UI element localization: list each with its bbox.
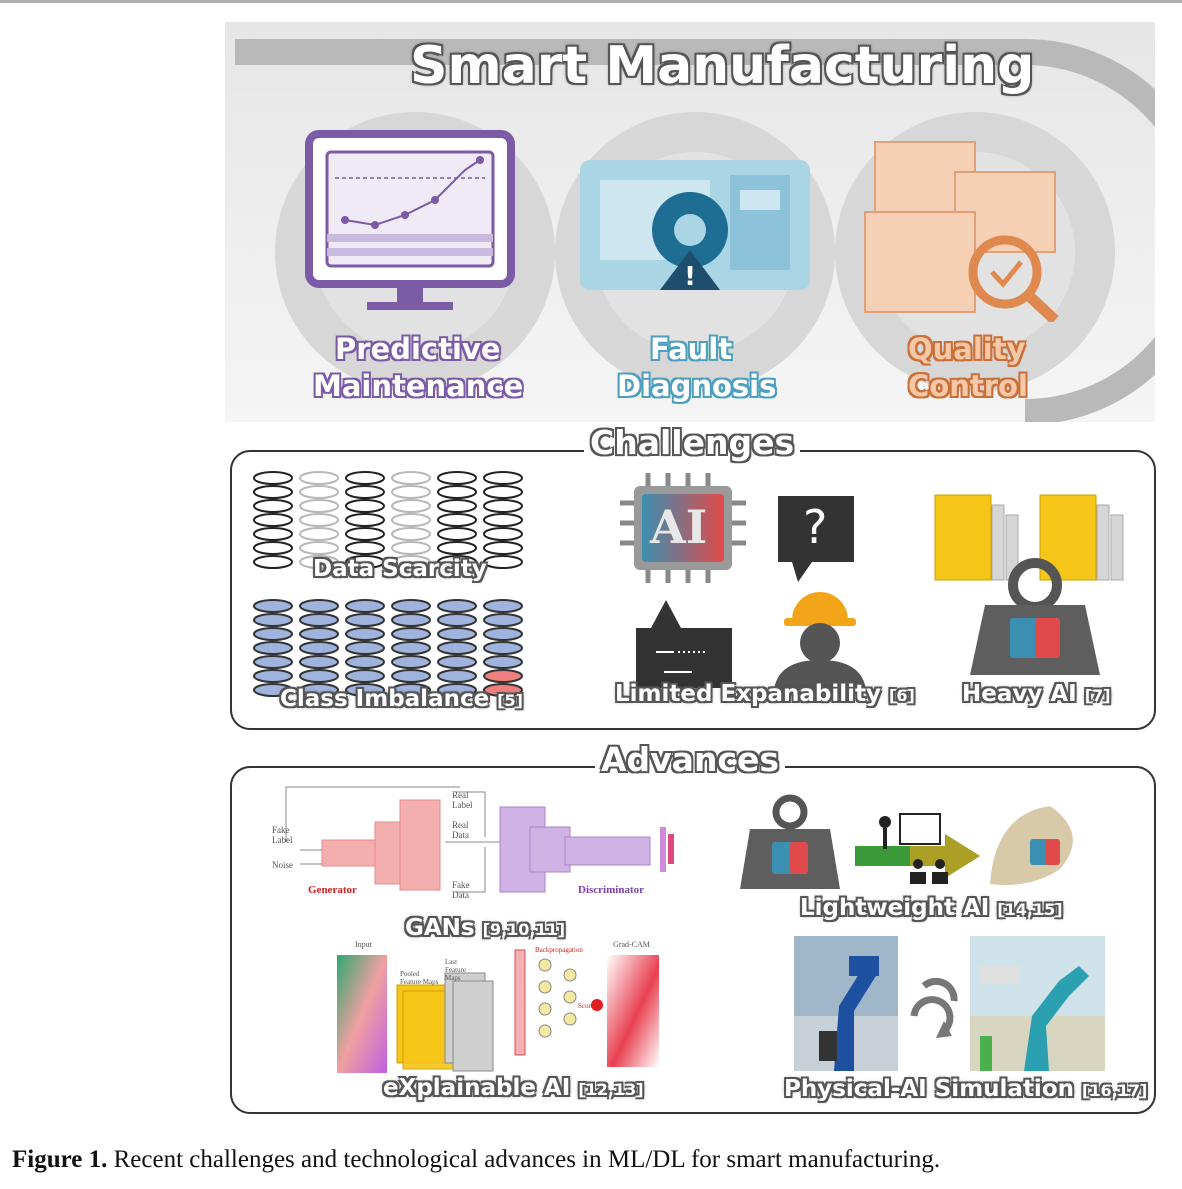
monitor-icon [305,130,515,310]
lightweight-ai-diagram [740,794,1073,889]
advances-title: Advances [595,740,786,779]
limited-explainability-text: Limited Expanability [615,681,881,707]
gan-discriminator-label: Discriminator [578,884,644,896]
figure-caption: Figure 1. Recent challenges and technolo… [12,1146,940,1174]
xai-label: eXplainable AI [12,13] [383,1075,644,1101]
top-rule [0,0,1182,3]
class-imbalance-label: Class Imbalance [5] [280,686,523,712]
heavy-ai-text: Heavy AI [962,681,1077,707]
heavy-ai-label: Heavy AI [7] [962,681,1111,707]
quality-boxes-icon [864,141,1059,322]
lightweight-ai-label: Lightweight AI [14,15] [800,895,1063,921]
xai-last-label: Last Feature Maps [445,958,466,982]
xai-text: eXplainable AI [383,1075,571,1101]
quality-control-label-line1: Quality [908,332,1026,366]
physical-ai-text: Physical-AI Simulation [784,1076,1074,1102]
xai-gradcam-label: Grad-CAM [613,940,650,949]
gans-label: GANs [9,10,11] [405,915,565,941]
question-bubble-icon [778,496,854,582]
class-imbalance-ref: [5] [497,691,523,710]
challenges-title: Challenges [584,423,801,462]
heavy-ai-ref: [7] [1084,686,1111,705]
lightweight-ai-ref: [14,15] [997,900,1063,919]
heavy-ai-icon [934,494,1124,675]
xai-score-label: Score [578,1002,594,1010]
smart-manufacturing-banner: Smart Manufacturing ! Predi [225,22,1182,425]
gan-fake-label: Fake Label [272,825,293,845]
ai-chip-icon [620,473,746,583]
gans-ref: [9,10,11] [482,920,566,939]
lightweight-ai-text: Lightweight AI [800,895,990,921]
gan-real-data: Real Data [452,820,469,840]
predictive-maintenance-label-line1: Predictive [335,332,501,366]
gan-noise-label: Noise [272,860,293,870]
predictive-maintenance-label-line2: Maintenance [313,369,524,403]
physical-ai-diagram [794,936,1105,1071]
data-scarcity-label: Data Scarcity [313,556,487,582]
gan-real-label: Real Label [452,790,473,810]
figure-caption-label: Figure 1. [12,1146,108,1173]
svg-text:!: ! [684,262,696,292]
question-mark: ? [803,500,828,554]
physical-ai-label: Physical-AI Simulation [16,17] [784,1076,1147,1102]
cnc-machine-icon: ! [580,160,810,292]
worker-icon [774,592,866,690]
xai-diagram [337,949,659,1073]
xai-backprop-label: Backpropagation [535,946,583,954]
fault-diagnosis-label-line1: Fault [650,332,733,366]
speech-bubble-icon [636,600,732,688]
gan-diagram [285,786,674,893]
database-stacks-icon [253,471,523,697]
limited-explainability-label: Limited Expanability [6] [615,681,915,707]
gan-generator-label: Generator [308,884,357,896]
xai-pooled-label: Pooled Feature Maps [400,970,439,986]
figure-caption-text: Recent challenges and technological adva… [107,1146,941,1173]
fault-diagnosis-label-line2: Diagnosis [617,369,777,403]
gans-text: GANs [405,915,475,941]
gan-fake-data: Fake Data [452,880,470,900]
xai-ref: [12,13] [578,1080,644,1099]
banner-title: Smart Manufacturing [410,36,1035,96]
physical-ai-ref: [16,17] [1082,1081,1148,1100]
class-imbalance-text: Class Imbalance [280,686,490,712]
ai-chip-text: AI [650,500,708,554]
quality-control-label-line2: Control [908,369,1028,403]
xai-input-label: Input [355,940,372,949]
limited-explainability-ref: [6] [889,686,915,705]
